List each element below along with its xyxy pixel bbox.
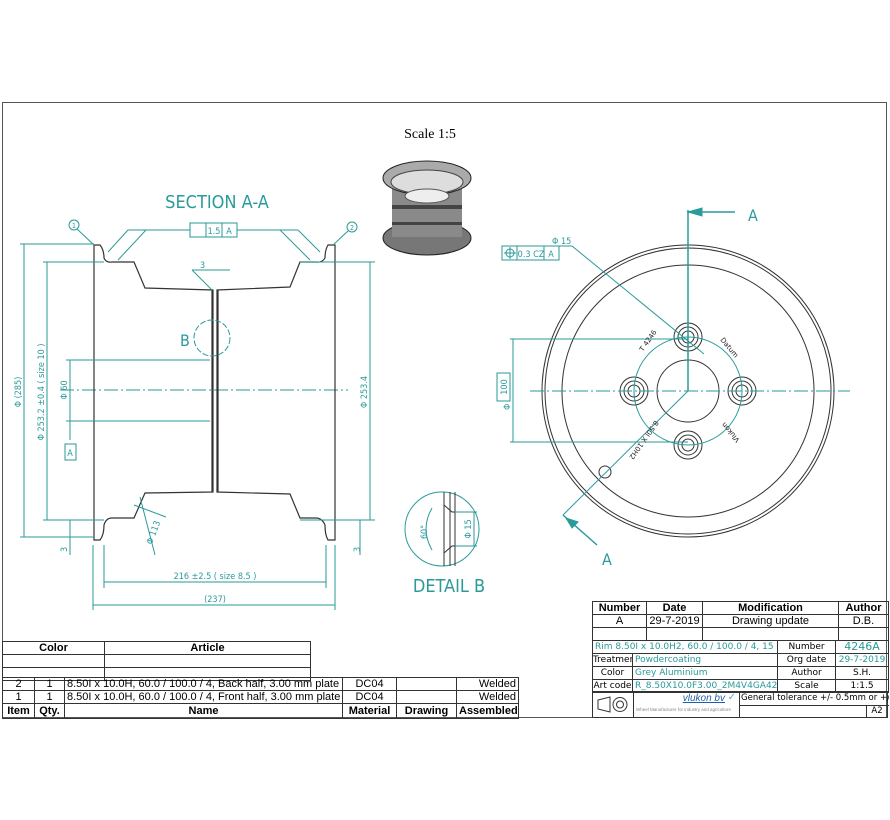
dimension-lines bbox=[20, 219, 375, 610]
detail-b-view: 60° Φ 15 DETAIL B bbox=[404, 491, 485, 597]
hole-dia: Φ 15 bbox=[552, 237, 571, 247]
rev-date: 29-7-2019 bbox=[646, 614, 703, 628]
company-logo: vlukon bv ✓ Wheel Manufacturer for indus… bbox=[633, 692, 740, 717]
runout-tolerance: 1.5 bbox=[208, 227, 221, 237]
scale-value: 1:1.5 bbox=[835, 679, 890, 693]
weld-size: 3 bbox=[200, 261, 205, 271]
parts-row: 2 1 8.50I x 10.0H, 60.0 / 100.0 / 4, Bac… bbox=[2, 677, 519, 691]
parts-row: 1 1 8.50I x 10.0H, 60.0 / 100.0 / 4, Fro… bbox=[2, 690, 519, 704]
rev-modification: Drawing update bbox=[702, 614, 839, 628]
dim-inner-width: 216 ±2.5 ( size 8.5 ) bbox=[174, 572, 257, 582]
logo-tagline: Wheel Manufacturer for industry and agri… bbox=[636, 707, 732, 712]
number-value: 4246A bbox=[835, 640, 890, 654]
item-drawing bbox=[396, 677, 457, 691]
item-name: 8.50I x 10.0H, 60.0 / 100.0 / 4, Back ha… bbox=[64, 677, 343, 691]
article-header: Article bbox=[104, 641, 311, 655]
balloon-2: 2 bbox=[350, 224, 354, 232]
dim-hump-dia: Φ 113 bbox=[145, 520, 163, 546]
title-block: Rim 8.50I x 10.0H2, 60.0 / 100.0 / 4, 15… bbox=[591, 640, 890, 693]
color-article-table: Color Article bbox=[2, 641, 311, 681]
scale-label-cell: Scale bbox=[777, 679, 837, 693]
rev-header-modification: Modification bbox=[702, 601, 839, 615]
header-assembled: Assembled bbox=[456, 703, 519, 719]
header-drawing: Drawing bbox=[396, 703, 457, 719]
treatment-label: Treatment bbox=[592, 653, 633, 667]
rev-author: D.B. bbox=[838, 614, 889, 628]
revision-table: Number Date Modification Author A 29-7-2… bbox=[592, 601, 889, 641]
sheet-size: A2 bbox=[866, 705, 887, 717]
item-material: DC04 bbox=[342, 690, 397, 704]
header-name: Name bbox=[64, 703, 343, 719]
pcd-symbol: Φ bbox=[503, 404, 513, 410]
dim-overall-width: (237) bbox=[204, 595, 226, 605]
position-tolerance: 0.3 CZ bbox=[518, 250, 545, 260]
org-date-label: Org date bbox=[777, 653, 837, 667]
rev-header-author: Author bbox=[838, 601, 889, 615]
rev-number: A bbox=[592, 614, 647, 628]
balloon-1: 1 bbox=[72, 222, 76, 230]
general-tolerance-note: General tolerance +/- 0.5mm or +/- 1° bbox=[739, 692, 889, 706]
scale-label: Scale 1:5 bbox=[404, 127, 456, 142]
revision-row: A 29-7-2019 Drawing update D.B. bbox=[592, 614, 889, 628]
part-description: Rim 8.50I x 10.0H2, 60.0 / 100.0 / 4, 15… bbox=[591, 640, 779, 654]
section-a-a-view: SECTION A-A 1 bbox=[14, 192, 375, 610]
item-drawing bbox=[396, 690, 457, 704]
dim-flange-left: 3 bbox=[60, 547, 70, 552]
org-date-value: 29-7-2019 bbox=[835, 653, 890, 667]
runout-datum: A bbox=[226, 227, 232, 237]
detail-b-marker: B bbox=[180, 331, 190, 350]
item-qty: 1 bbox=[34, 690, 65, 704]
header-qty: Qty. bbox=[34, 703, 65, 719]
author-value: S.H. bbox=[835, 666, 890, 680]
item-material: DC04 bbox=[342, 677, 397, 691]
detail-dia: Φ 15 bbox=[464, 519, 474, 538]
stamp-size: 8.50I X 10H2 bbox=[627, 419, 660, 461]
logo-mark-icon: ✓ bbox=[727, 692, 736, 703]
number-label: Number bbox=[777, 640, 837, 654]
header-item: Item bbox=[2, 703, 35, 719]
logo-text: vlukon bv bbox=[682, 693, 725, 704]
color-header: Color bbox=[2, 641, 105, 655]
datum-a-label: A bbox=[67, 449, 73, 459]
header-material: Material bbox=[342, 703, 397, 719]
title-block-footer: vlukon bv ✓ Wheel Manufacturer for indus… bbox=[592, 691, 889, 718]
item-assembled: Welded bbox=[456, 677, 519, 691]
author-label: Author bbox=[777, 666, 837, 680]
section-title: SECTION A-A bbox=[165, 192, 269, 213]
item-name: 8.50I x 10.0H, 60.0 / 100.0 / 4, Front h… bbox=[64, 690, 343, 704]
rim-3d-render bbox=[382, 160, 472, 256]
stamp-code: T 4246 bbox=[638, 328, 659, 354]
art-code-label: Art code bbox=[592, 679, 633, 693]
dim-flange-right: 3 bbox=[353, 547, 363, 552]
dim-bead-seat-dia: Φ 253.2 ±0.4 ( size 10 ) bbox=[37, 344, 47, 441]
section-marker-bottom: A bbox=[602, 550, 612, 569]
treatment-value: Powdercoating bbox=[631, 653, 779, 667]
projection-symbol-icon bbox=[597, 696, 628, 713]
rim-profile bbox=[93, 244, 336, 541]
color-label: Color bbox=[592, 666, 633, 680]
detail-angle: 60° bbox=[420, 525, 430, 539]
front-view: A A 0.3 CZ A Φ 15 Φ 100 T 4246 Datum 8.5… bbox=[496, 206, 850, 569]
item-assembled: Welded bbox=[456, 690, 519, 704]
item-number: 2 bbox=[2, 677, 35, 691]
position-datum: A bbox=[548, 250, 554, 260]
item-qty: 1 bbox=[34, 677, 65, 691]
item-number: 1 bbox=[2, 690, 35, 704]
rev-header-date: Date bbox=[646, 601, 703, 615]
dim-center-bore: Φ 60 bbox=[60, 380, 70, 399]
dim-right-dia: Φ 253.4 bbox=[360, 376, 370, 408]
pcd-value: 100 bbox=[500, 379, 510, 394]
section-marker-top: A bbox=[748, 206, 758, 225]
valve-hole bbox=[598, 465, 612, 479]
rev-header-number: Number bbox=[592, 601, 647, 615]
color-value: Grey Aluminium bbox=[631, 666, 779, 680]
detail-title: DETAIL B bbox=[413, 576, 485, 597]
parts-list-table: 2 1 8.50I x 10.0H, 60.0 / 100.0 / 4, Bac… bbox=[2, 677, 519, 719]
dim-outer-dia: Φ (285) bbox=[14, 377, 24, 408]
art-code-value: R_8.50X10.0F3.00_2M4V4GA4246 bbox=[631, 679, 779, 693]
